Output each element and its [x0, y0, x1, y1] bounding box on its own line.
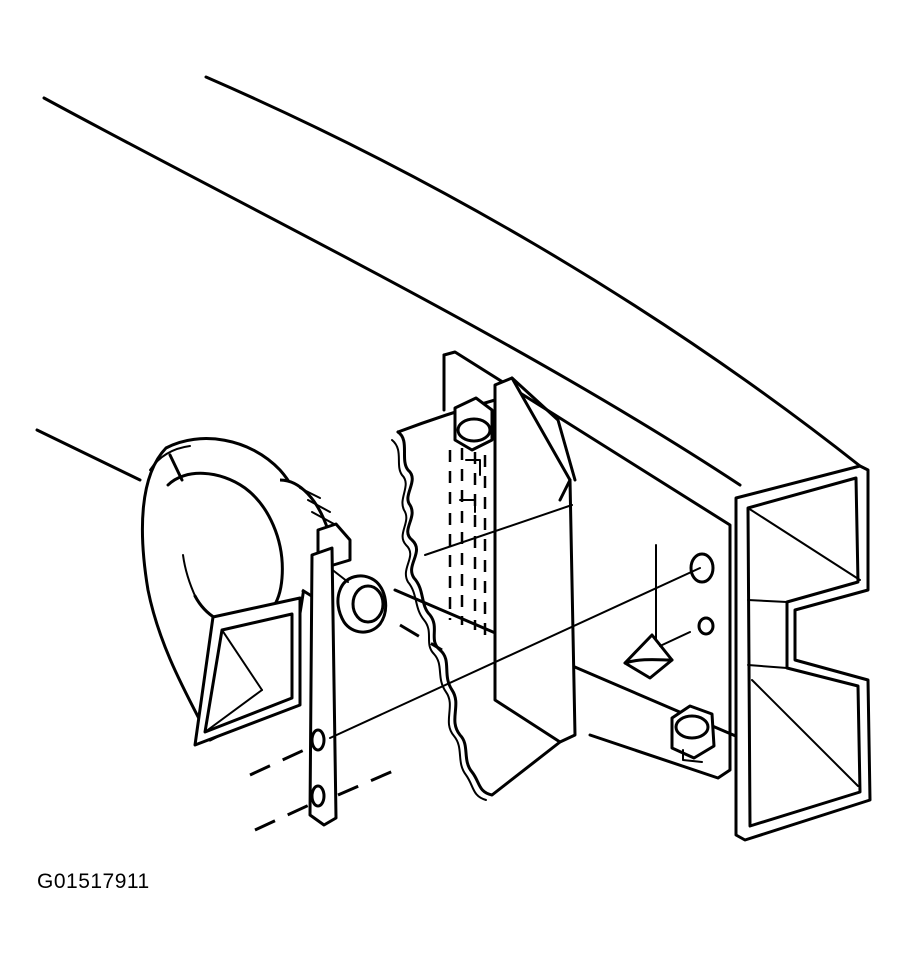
- alignment-lines: [249, 567, 701, 832]
- frame-crossmember: [35, 75, 872, 842]
- mounting-bracket-plate: [424, 350, 732, 780]
- horn-assembly: [140, 437, 335, 747]
- mounting-stud: [655, 544, 715, 641]
- horn-electrical-connector: [316, 522, 388, 634]
- mounting-bolt-lower: [670, 704, 716, 763]
- locating-pin: [623, 616, 715, 680]
- figure-id-label: G01517911: [37, 870, 150, 893]
- horn-bracket: [308, 546, 338, 827]
- hidden-stud-outline: [448, 448, 487, 640]
- mounting-bolt-upper: [453, 396, 494, 452]
